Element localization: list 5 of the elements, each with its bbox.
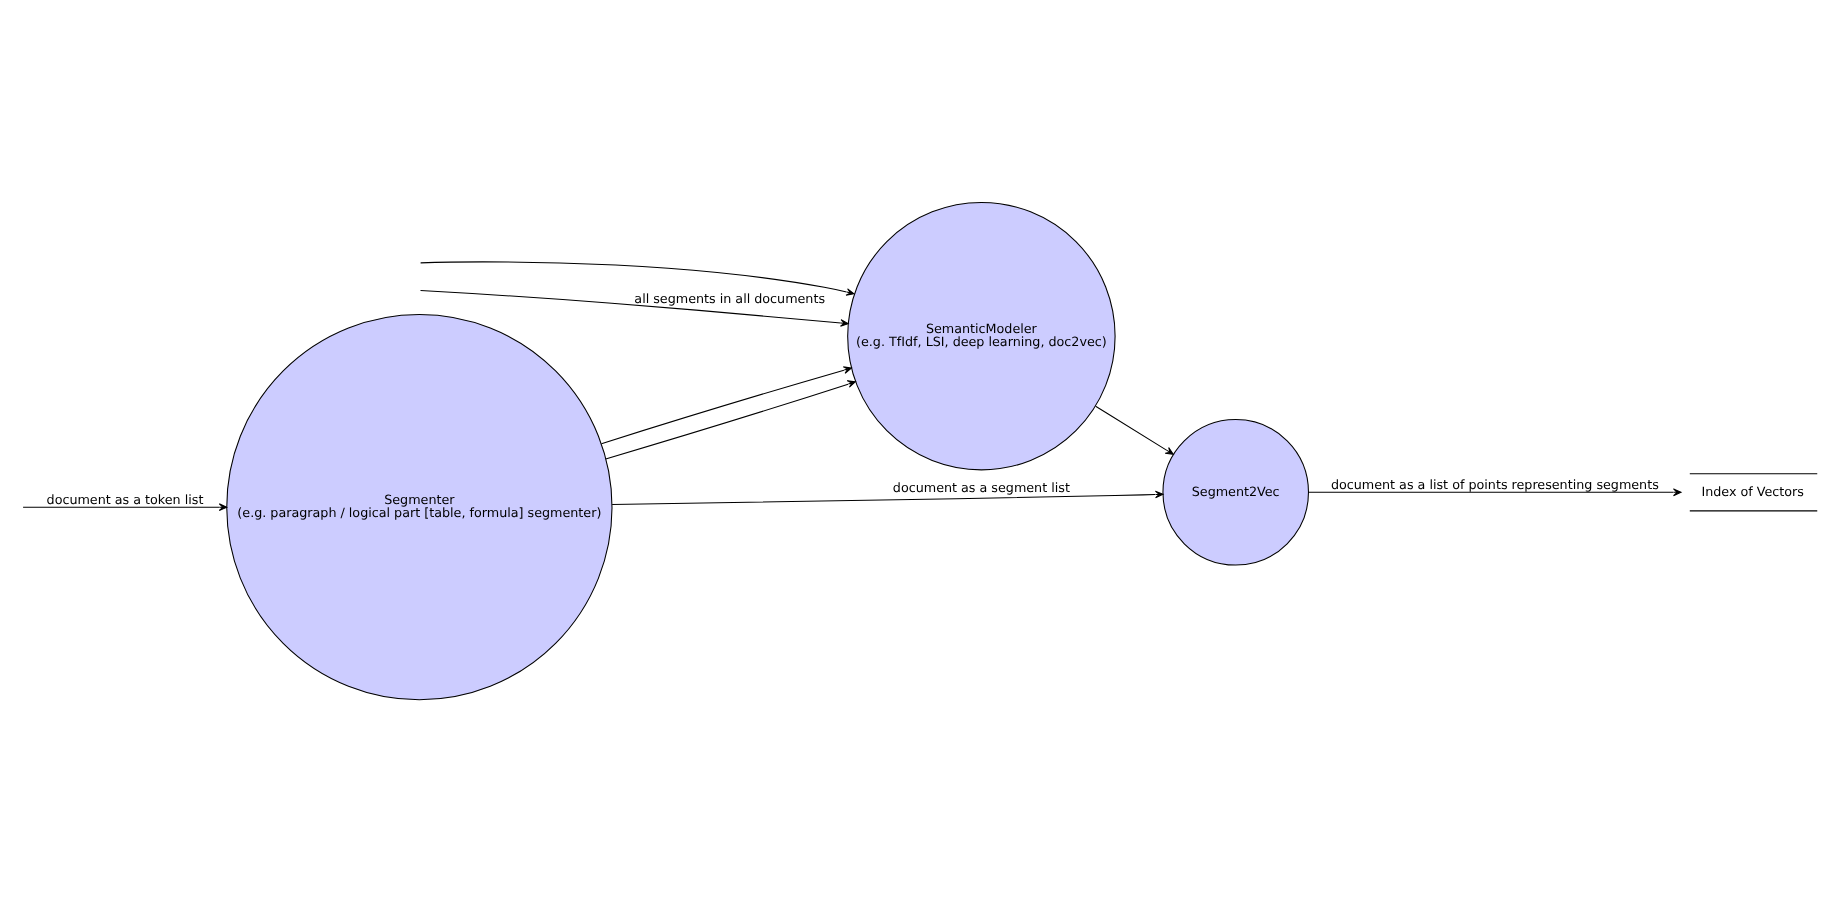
arrow: [1306, 488, 1681, 497]
arrow: [604, 380, 855, 460]
arrow: [610, 490, 1163, 505]
arrow: [1094, 405, 1173, 455]
arrow: [599, 366, 851, 445]
